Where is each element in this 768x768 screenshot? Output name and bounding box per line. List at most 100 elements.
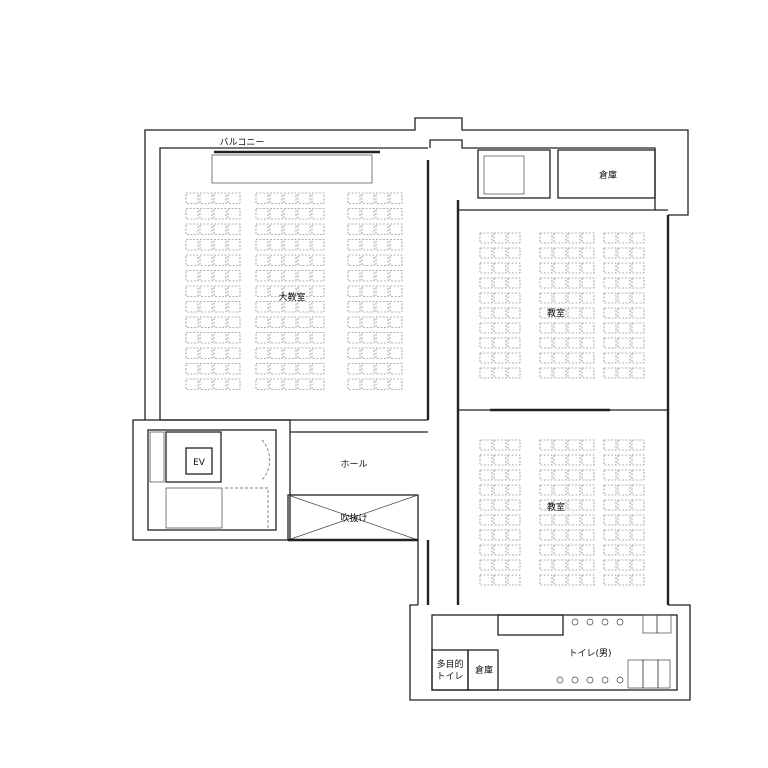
desk <box>297 208 311 220</box>
desk <box>347 332 361 344</box>
desk <box>567 484 581 496</box>
desk <box>283 301 297 313</box>
desk <box>297 332 311 344</box>
desk <box>269 285 283 297</box>
desk <box>603 352 617 364</box>
desk <box>311 208 325 220</box>
desk <box>479 559 493 571</box>
desk <box>389 254 403 266</box>
desk <box>479 307 493 319</box>
desk <box>479 484 493 496</box>
desk <box>567 322 581 334</box>
desk <box>493 574 507 586</box>
desk <box>311 270 325 282</box>
desk <box>283 192 297 204</box>
outer-walls <box>144 117 689 605</box>
desk-layout <box>185 192 645 586</box>
desk <box>617 484 631 496</box>
desk <box>283 223 297 235</box>
atrium <box>287 494 419 542</box>
desk <box>507 277 521 289</box>
desk <box>539 307 553 319</box>
desk <box>631 559 645 571</box>
desk <box>479 529 493 541</box>
desk <box>493 454 507 466</box>
stairs-left <box>149 431 223 529</box>
desk <box>185 347 199 359</box>
desk <box>581 337 595 349</box>
desk <box>603 559 617 571</box>
desk <box>581 544 595 556</box>
desk <box>631 352 645 364</box>
desk <box>347 254 361 266</box>
desk <box>213 239 227 251</box>
desk <box>553 307 567 319</box>
desk <box>539 559 553 571</box>
classroom-2-label: 教室 <box>547 501 565 513</box>
desk <box>213 378 227 390</box>
desk <box>631 262 645 274</box>
desk <box>479 277 493 289</box>
desk <box>603 262 617 274</box>
desk <box>581 307 595 319</box>
desk <box>269 223 283 235</box>
desk <box>617 574 631 586</box>
desk <box>631 322 645 334</box>
desk <box>269 347 283 359</box>
desk <box>539 277 553 289</box>
desk <box>603 439 617 451</box>
desk <box>361 192 375 204</box>
desk <box>269 192 283 204</box>
desk <box>553 469 567 481</box>
desk <box>553 352 567 364</box>
desk <box>617 352 631 364</box>
desk <box>539 232 553 244</box>
desk <box>213 332 227 344</box>
desk <box>283 332 297 344</box>
desk <box>227 208 241 220</box>
desk <box>507 232 521 244</box>
desk <box>603 499 617 511</box>
desk <box>631 307 645 319</box>
desk <box>283 270 297 282</box>
desk <box>389 208 403 220</box>
desk <box>507 322 521 334</box>
desk <box>493 439 507 451</box>
desk <box>347 285 361 297</box>
desk <box>199 316 213 328</box>
desk <box>493 499 507 511</box>
desk <box>361 239 375 251</box>
desk <box>539 484 553 496</box>
desk <box>311 223 325 235</box>
desk <box>567 439 581 451</box>
desk <box>311 285 325 297</box>
desk <box>581 367 595 379</box>
desk <box>375 223 389 235</box>
desk <box>347 363 361 375</box>
desk <box>539 352 553 364</box>
large-classroom-label: 大教室 <box>278 291 305 303</box>
desk <box>631 499 645 511</box>
desk <box>567 559 581 571</box>
desk <box>361 378 375 390</box>
desk <box>617 232 631 244</box>
desk <box>213 223 227 235</box>
desk <box>283 347 297 359</box>
desk <box>269 270 283 282</box>
desk <box>199 208 213 220</box>
desk <box>375 363 389 375</box>
desk <box>507 247 521 259</box>
classroom-1-label: 教室 <box>547 307 565 319</box>
desk <box>553 262 567 274</box>
desk <box>199 285 213 297</box>
desk <box>255 363 269 375</box>
desk <box>603 277 617 289</box>
desk <box>567 469 581 481</box>
desk <box>227 223 241 235</box>
desk <box>507 574 521 586</box>
desk <box>297 223 311 235</box>
desk <box>199 239 213 251</box>
desk <box>567 514 581 526</box>
desk <box>479 352 493 364</box>
desk <box>479 514 493 526</box>
